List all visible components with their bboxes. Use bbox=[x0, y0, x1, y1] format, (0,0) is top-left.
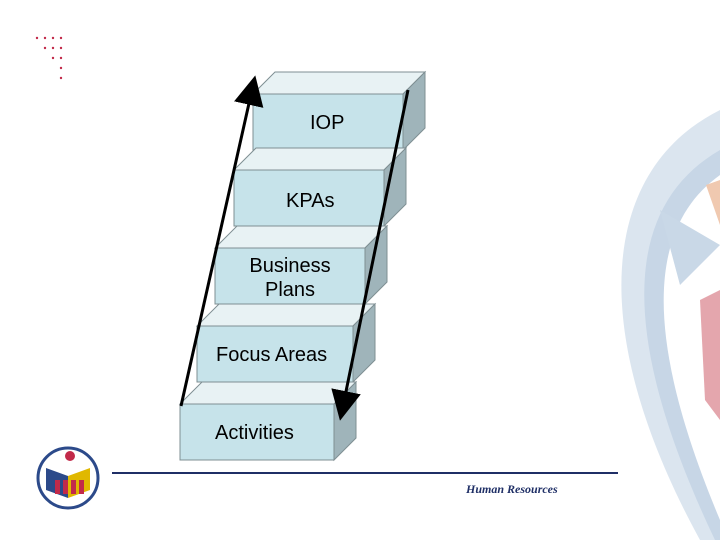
footer-department: Human Resources bbox=[466, 482, 558, 496]
step-label-iop: IOP bbox=[310, 112, 345, 134]
organization-logo-icon bbox=[36, 446, 100, 510]
step-front-face bbox=[233, 169, 385, 227]
decorative-dot-grid-icon bbox=[35, 36, 63, 80]
down-arrow-icon bbox=[331, 89, 410, 421]
background-swoosh-icon bbox=[621, 110, 720, 540]
step-label-activities: Activities bbox=[215, 422, 294, 444]
step-front-face bbox=[252, 93, 404, 151]
step-block-3 bbox=[213, 224, 389, 306]
step-label-focus-areas: Focus Areas bbox=[216, 344, 328, 366]
step-front-face bbox=[214, 247, 366, 305]
step-block-4 bbox=[195, 302, 377, 384]
step-label-kpas: KPAs bbox=[286, 190, 335, 212]
up-arrow-icon bbox=[179, 75, 264, 407]
step-front-face bbox=[179, 403, 335, 461]
step-block-2 bbox=[232, 146, 408, 228]
step-label-business-plans: Business Plans bbox=[249, 255, 331, 301]
